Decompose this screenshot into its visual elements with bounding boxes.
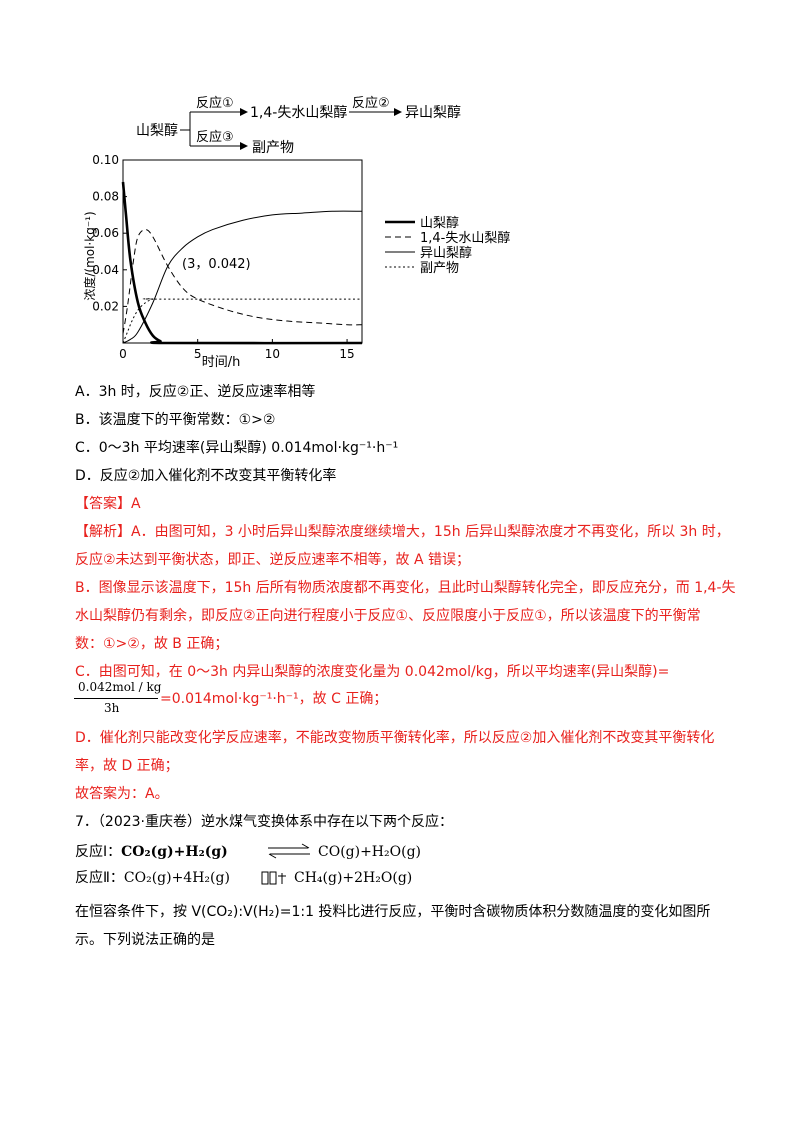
q7-reaction-2: 反应Ⅱ：CO₂(g)+4H₂(g)	[75, 868, 230, 888]
legend-label: 异山梨醇	[420, 245, 472, 261]
series-line-4	[122, 298, 362, 344]
scheme-reactant: 山梨醇	[136, 122, 178, 139]
legend-label: 副产物	[420, 261, 459, 276]
q7-paragraph-line1: 在恒容条件下，按 V(CO₂):V(H₂)=1:1 投料比进行反应，平衡时含碳物…	[75, 904, 711, 920]
q7-reaction-1: 反应Ⅰ：CO₂(g)+H₂(g)	[75, 842, 228, 862]
analysis-b-line3: 数：①>②，故 B 正确；	[75, 636, 229, 652]
y-tick-label: 0.04	[92, 263, 119, 277]
q7-r1-label: 反应Ⅰ：	[75, 844, 122, 860]
q7-r2-label: 反应Ⅱ：	[75, 870, 124, 886]
y-tick-label: 0.08	[92, 190, 119, 204]
option-d: D．反应②加入催化剂不改变其平衡转化率	[75, 468, 337, 484]
x-tick-label: 10	[265, 347, 280, 361]
plot-frame	[122, 159, 363, 344]
q7-paragraph-line2: 示。下列说法正确的是	[75, 932, 215, 948]
legend-label: 1,4-失水山梨醇	[420, 230, 510, 246]
q7-stem: 7．（2023·重庆卷）逆水煤气变换体系中存在以下两个反应：	[75, 814, 453, 830]
y-tick-label: 0.02	[92, 299, 119, 313]
answer: 【答案】A	[75, 496, 141, 512]
analysis-b-line1: B．图像显示该温度下，15h 后所有物质浓度都不再变化，且此时山梨醇转化完全，即…	[75, 580, 736, 596]
analysis-c-eq: =0.014mol·kg⁻¹·h⁻¹，故 C 正确；	[160, 691, 388, 707]
analysis-d-line1: D．催化剂只能改变化学反应速率，不能改变物质平衡转化率，所以反应②加入催化剂不改…	[75, 730, 715, 746]
series-line-2	[122, 229, 363, 334]
scheme-side: 副产物	[252, 140, 294, 156]
fraction-denominator: 3h	[104, 701, 120, 715]
analysis-a-line1: 【解析】A．由图可知，3 小时后异山梨醇浓度继续增大，15h 后异山梨醇浓度才不…	[75, 522, 730, 542]
analysis-b-line2: 水山梨醇仍有剩余，即反应②正向进行程度小于反应①、反应限度小于反应①，所以该温度…	[75, 608, 701, 624]
fraction-numerator: 0.042mol / kg	[78, 680, 162, 694]
series-line-3	[122, 210, 363, 344]
legend-label: 山梨醇	[420, 215, 459, 231]
q7-r2-left: CO₂(g)+4H₂(g)	[123, 870, 230, 886]
equilibrium-arrows-icon	[261, 871, 286, 885]
scheme-r2: 反应②	[352, 95, 390, 111]
fraction-bar	[74, 698, 158, 699]
analysis-c-line1: C．由图可知，在 0～3h 内异山梨醇的浓度变化量为 0.042mol/kg，所…	[75, 664, 670, 680]
series-line-1	[121, 181, 363, 345]
option-a: A．3h 时，反应②正、逆反应速率相等	[75, 384, 316, 400]
scheme-r3: 反应③	[196, 129, 234, 145]
chart-xlabel: 时间/h	[202, 355, 241, 370]
analysis-a-line2: 反应②未达到平衡状态，即正、逆反应速率不相等，故 A 错误；	[75, 552, 471, 568]
scheme-product: 异山梨醇	[405, 104, 461, 121]
x-tick-label: 5	[194, 347, 202, 361]
y-tick-label: 0.10	[92, 153, 119, 167]
analysis-d-line2: 率，故 D 正确；	[75, 758, 179, 774]
chart-ylabel: 浓度/(mol·kg⁻¹)	[82, 211, 97, 300]
reaction-scheme: 山梨醇 反应① 1,4-失水山梨醇 反应② 异山梨醇 反应③ 副产物	[136, 95, 461, 156]
equilibrium-arrows-icon	[268, 843, 310, 859]
chart-annotation: (3，0.042)	[182, 257, 251, 272]
q7-r1-left: CO₂(g)+H₂(g)	[121, 844, 228, 860]
x-tick-label: 0	[119, 347, 127, 361]
analysis-conclusion: 故答案为：A。	[75, 786, 169, 802]
concentration-chart: 0 5 10 15 0.10 0.08 0.06 0.04 0.02 时间/h 浓度/(mol·…	[82, 153, 510, 370]
option-c: C．0～3h 平均速率(异山梨醇) 0.014mol·kg⁻¹·h⁻¹	[75, 440, 399, 456]
option-b: B．该温度下的平衡常数：①>②	[75, 412, 276, 428]
y-tick-label: 0.06	[92, 226, 119, 240]
q7-r1-right: CO(g)+H₂O(g)	[318, 844, 421, 860]
x-tick-label: 15	[339, 347, 354, 361]
analysis-head: 【解析】	[75, 524, 131, 540]
scheme-intermediate: 1,4-失水山梨醇	[250, 104, 347, 121]
q7-r2-right: CH₄(g)+2H₂O(g)	[294, 870, 413, 886]
analysis-a-text1: A．由图可知，3 小时后异山梨醇浓度继续增大，15h 后异山梨醇浓度才不再变化，…	[131, 524, 730, 540]
scheme-r1: 反应①	[196, 95, 234, 111]
